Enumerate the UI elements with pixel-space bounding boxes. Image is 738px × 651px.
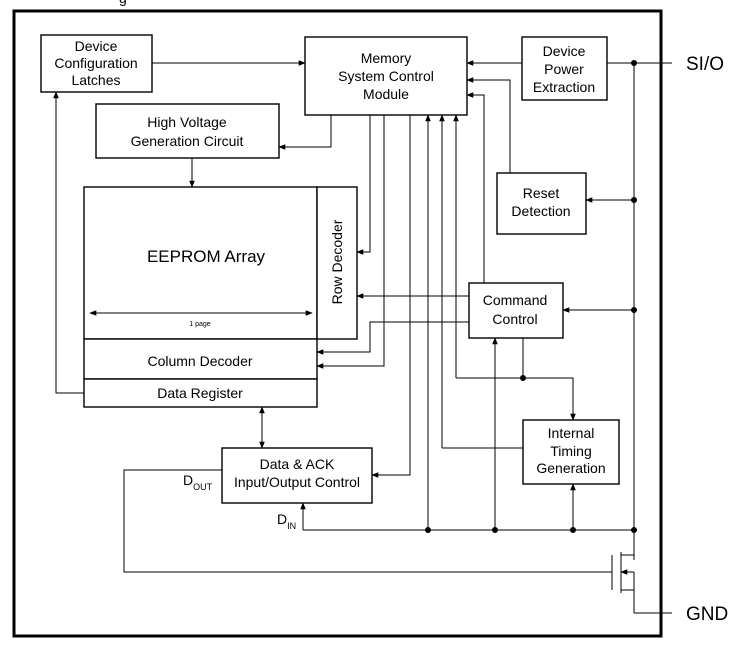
eeprom-array-block: EEPROM Array 1 page xyxy=(83,186,318,340)
device-config-latches-block: Device Configuration Latches xyxy=(40,34,153,93)
chip-boundary xyxy=(12,9,663,638)
data-ack-line2: Input/Output Control xyxy=(234,474,360,490)
command-control-block: Command Control xyxy=(468,282,564,339)
eeprom-array-label: EEPROM Array xyxy=(147,247,266,266)
device-power-extraction-block: Device Power Extraction xyxy=(521,36,608,101)
data-register-label: Data Register xyxy=(157,385,243,401)
device-config-line3: Latches xyxy=(71,72,120,88)
column-decoder-block: Column Decoder xyxy=(83,338,318,380)
sio-pin-label: SI/O xyxy=(686,54,724,75)
power-extraction-line2: Power xyxy=(544,61,584,77)
command-control-line2: Control xyxy=(492,311,537,327)
data-ack-line1: Data & ACK xyxy=(260,456,335,472)
power-extraction-line1: Device xyxy=(543,43,586,59)
row-decoder-label: Row Decoder xyxy=(329,219,345,304)
device-config-line2: Configuration xyxy=(54,55,137,71)
high-voltage-line2: Generation Circuit xyxy=(131,133,244,149)
reset-detection-line2: Detection xyxy=(511,203,570,219)
reset-detection-line1: Reset xyxy=(523,185,560,201)
data-ack-io-control-block: Data & ACK Input/Output Control xyxy=(221,447,373,504)
power-extraction-line3: Extraction xyxy=(533,79,595,95)
internal-timing-line2: Timing xyxy=(550,443,592,459)
high-voltage-generation-block: High Voltage Generation Circuit xyxy=(95,103,280,159)
dout-label: DOUT xyxy=(183,472,213,492)
high-voltage-line1: High Voltage xyxy=(147,114,227,130)
command-control-line1: Command xyxy=(483,292,548,308)
din-label: DIN xyxy=(277,511,296,531)
memory-system-control-block: Memory System Control Module xyxy=(304,36,468,116)
page-label: 1 page xyxy=(189,321,211,328)
device-config-line1: Device xyxy=(75,38,118,54)
memory-control-line3: Module xyxy=(363,86,409,102)
column-decoder-label: Column Decoder xyxy=(147,353,252,369)
data-register-block: Data Register xyxy=(83,378,318,408)
internal-timing-block: Internal Timing Generation xyxy=(522,419,620,485)
memory-control-line1: Memory xyxy=(361,50,412,66)
internal-timing-line1: Internal xyxy=(548,425,595,441)
wiring xyxy=(53,60,637,613)
reset-detection-block: Reset Detection xyxy=(496,172,587,235)
memory-control-line2: System Control xyxy=(338,68,434,84)
row-decoder-block: Row Decoder xyxy=(316,186,358,340)
header-fragment: g xyxy=(119,0,127,6)
gnd-pin-label: GND xyxy=(686,604,728,625)
internal-timing-line3: Generation xyxy=(536,460,605,476)
